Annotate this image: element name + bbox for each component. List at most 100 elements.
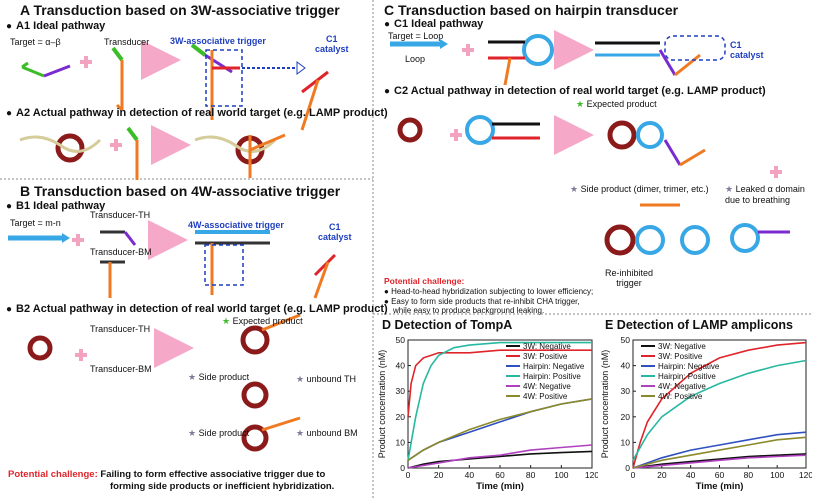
legend-entry: 3W: Positive xyxy=(523,352,568,361)
panel-c-leaked-label: ★ Leaked α domain due to breathing xyxy=(725,184,805,205)
x-tick-label: 120 xyxy=(799,470,812,480)
legend-entry: Hairpin: Positive xyxy=(658,372,716,381)
panel-c-expected-label: ★ Expected product xyxy=(576,99,657,109)
panel-b-side2-label: ★ Side product xyxy=(188,428,250,438)
panel-c1-heading: C1 Ideal pathway xyxy=(384,18,483,30)
legend-entry: 3W: Positive xyxy=(658,352,703,361)
panel-c-side-label: ★ Side product (dimer, trimer, etc.) xyxy=(570,184,709,194)
panel-a-trigger-label: 3W-associative trigger xyxy=(170,36,266,46)
legend-entry: Hairpin: Positive xyxy=(523,372,581,381)
x-axis-label: Time (min) xyxy=(696,481,744,492)
panel-a-target-label: Target = α–β xyxy=(10,37,61,47)
panel-b2-heading: B2 Actual pathway in detection of real w… xyxy=(6,303,388,315)
y-tick-label: 0 xyxy=(400,463,405,473)
y-tick-label: 40 xyxy=(621,361,631,371)
x-tick-label: 60 xyxy=(715,470,725,480)
y-tick-label: 50 xyxy=(621,335,631,345)
x-tick-label: 80 xyxy=(744,470,754,480)
series-line xyxy=(632,341,807,469)
panel-b-trigger-label: 4W-associative trigger xyxy=(188,220,284,230)
y-tick-label: 20 xyxy=(396,412,406,422)
panel-c-challenge-1: ● Head-to-head hybridization subjecting … xyxy=(384,287,594,296)
chart-e: E Detection of LAMP amplicons 0 20 40 60 80 10… xyxy=(600,318,812,492)
y-axis-label: Product concentration (nM) xyxy=(377,350,387,459)
x-tick-label: 0 xyxy=(631,470,636,480)
panel-a-diagrams xyxy=(19,40,329,180)
y-tick-label: 10 xyxy=(621,437,631,447)
panel-c-reinhibited-label: Re-inhibited trigger xyxy=(605,268,654,288)
panel-b-side1-label: ★ Side product xyxy=(188,372,250,382)
y-tick-label: 40 xyxy=(396,361,406,371)
panel-b-target-label: Target = m-n xyxy=(10,218,61,228)
panel-a1-heading: A1 Ideal pathway xyxy=(6,20,105,32)
x-tick-label: 20 xyxy=(657,470,667,480)
panel-c-catalyst-label: C1 catalyst xyxy=(730,40,764,60)
legend-entry: 4W: Negative xyxy=(658,382,706,391)
panel-b-th-label: Transducer-TH xyxy=(90,210,151,220)
x-tick-label: 120 xyxy=(585,470,598,480)
panel-b2-bm-label: Transducer-BM xyxy=(90,364,152,374)
y-tick-label: 30 xyxy=(621,386,631,396)
y-tick-label: 50 xyxy=(396,335,406,345)
series-line xyxy=(407,349,592,417)
y-tick-label: 30 xyxy=(396,386,406,396)
panel-c-target-label: Target = Loop xyxy=(388,31,444,41)
x-axis-label: Time (min) xyxy=(476,481,524,492)
panel-b-challenge: Potential challenge: Failing to form eff… xyxy=(8,469,326,480)
series-line xyxy=(632,454,807,469)
legend-entry: Hairpin: Negative xyxy=(658,362,720,371)
legend-entry: 4W: Positive xyxy=(658,392,703,401)
series-line xyxy=(407,341,592,461)
panel-c-diagrams xyxy=(390,30,790,256)
panel-b-unbound-th-label: ★ unbound TH xyxy=(296,374,356,384)
chart-d: D Detection of TompA 0 20 40 60 80 100 120 0 10 20… xyxy=(377,318,598,492)
panel-b-expected-label: ★ Expected product xyxy=(222,316,303,326)
x-tick-label: 40 xyxy=(465,470,475,480)
legend-entry: 4W: Positive xyxy=(523,392,568,401)
chart-title: E Detection of LAMP amplicons xyxy=(605,318,793,332)
panel-c-challenge-3: while easy to produce background leaking… xyxy=(393,306,545,315)
series-line xyxy=(407,444,593,469)
panel-c-challenge-label: Potential challenge: xyxy=(384,276,465,286)
legend-entry: Hairpin: Negative xyxy=(523,362,585,371)
panel-b-challenge-line2: forming side products or inefficient hyb… xyxy=(110,481,335,492)
legend-entry: 4W: Negative xyxy=(523,382,571,391)
series-line xyxy=(407,450,593,469)
panel-a-title: A Transduction based on 3W-associative t… xyxy=(20,2,340,18)
panel-a2-heading: A2 Actual pathway in detection of real w… xyxy=(6,107,388,119)
y-tick-label: 10 xyxy=(396,437,406,447)
series-line xyxy=(407,398,593,461)
x-tick-label: 60 xyxy=(495,470,505,480)
y-axis-label: Product concentration (nM) xyxy=(600,350,610,459)
panel-b2-th-label: Transducer-TH xyxy=(90,324,151,334)
chart-title: D Detection of TompA xyxy=(382,318,512,332)
x-tick-label: 40 xyxy=(686,470,696,480)
x-tick-label: 80 xyxy=(526,470,536,480)
series-line xyxy=(632,453,807,469)
x-tick-label: 0 xyxy=(406,470,411,480)
y-tick-label: 0 xyxy=(625,463,630,473)
legend-entry: 3W: Negative xyxy=(658,342,706,351)
x-tick-label: 20 xyxy=(434,470,444,480)
panel-c-loop-label: Loop xyxy=(405,54,426,64)
series-line xyxy=(632,436,807,469)
series-line xyxy=(632,431,807,469)
panel-c-challenge-2: ● Easy to form side products that re-inh… xyxy=(384,297,580,306)
panel-c-title: C Transduction based on hairpin transduc… xyxy=(384,2,679,18)
series-line xyxy=(632,359,807,461)
panel-b1-heading: B1 Ideal pathway xyxy=(6,200,105,212)
y-tick-label: 20 xyxy=(621,412,631,422)
series-line xyxy=(407,398,593,461)
panel-a-transducer-label: Transducer xyxy=(104,37,150,47)
panel-b-unbound-bm-label: ★ unbound BM xyxy=(296,428,358,438)
legend-entry: 3W: Negative xyxy=(523,342,571,351)
panel-b-c1-label: C1 catalyst xyxy=(318,222,352,242)
panel-b-title: B Transduction based on 4W-associative t… xyxy=(20,183,341,199)
panel-b-bm-label: Transducer-BM xyxy=(90,247,152,257)
x-tick-label: 100 xyxy=(554,470,568,480)
x-tick-label: 100 xyxy=(770,470,784,480)
panel-b-diagrams xyxy=(8,220,337,452)
panel-a-c1-label: C1 catalyst xyxy=(315,34,349,54)
